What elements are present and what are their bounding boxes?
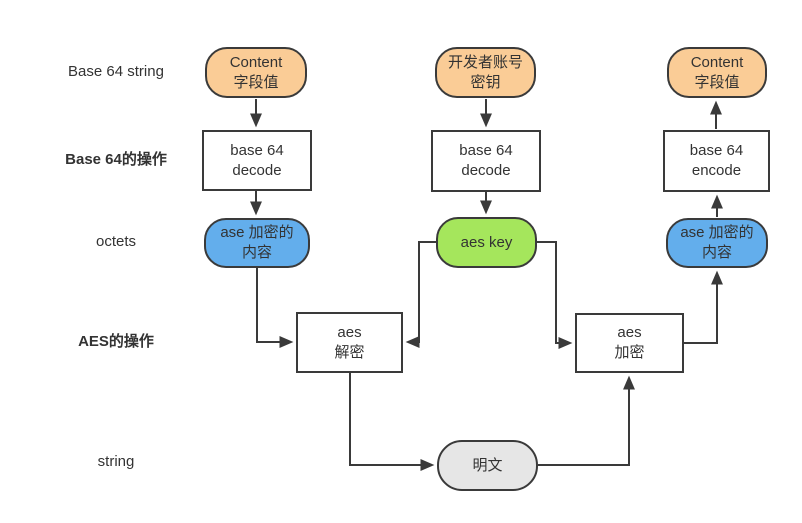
edge-cipher-left-to-aes-decrypt: [256, 268, 294, 348]
node-developer-account-key: 开发者账号 密钥: [435, 47, 536, 98]
row-label-aes-operation: AES的操作: [78, 333, 154, 350]
node-content-field-left: Content 字段值: [205, 47, 307, 98]
node-base64-decode-left: base 64 decode: [202, 130, 312, 191]
edge-aes-decrypt-to-plaintext: [349, 373, 435, 471]
node-base64-decode-middle: base 64 decode: [431, 130, 541, 192]
node-base64-encode-right: base 64 encode: [663, 130, 770, 192]
node-plaintext: 明文: [437, 440, 538, 491]
node-aes-encrypted-content-right: ase 加密的 内容: [666, 218, 768, 268]
node-aes-key: aes key: [436, 217, 537, 268]
row-label-base64-string: Base 64 string: [68, 63, 164, 80]
node-aes-decrypt: aes 解密: [296, 312, 403, 373]
node-aes-encrypted-content-left: ase 加密的 内容: [204, 218, 310, 268]
row-label-octets: octets: [95, 233, 137, 250]
row-label-string: string: [97, 453, 135, 470]
edge-aes-key-to-aes-encrypt: [537, 241, 573, 349]
edge-plaintext-to-aes-encrypt: [538, 375, 635, 466]
node-content-field-right: Content 字段值: [667, 47, 767, 98]
edge-aes-key-to-aes-decrypt: [405, 241, 436, 348]
row-label-base64-operation: Base 64的操作: [65, 151, 167, 168]
node-aes-encrypt: aes 加密: [575, 313, 684, 373]
edge-aes-encrypt-to-cipher-right: [684, 270, 723, 344]
